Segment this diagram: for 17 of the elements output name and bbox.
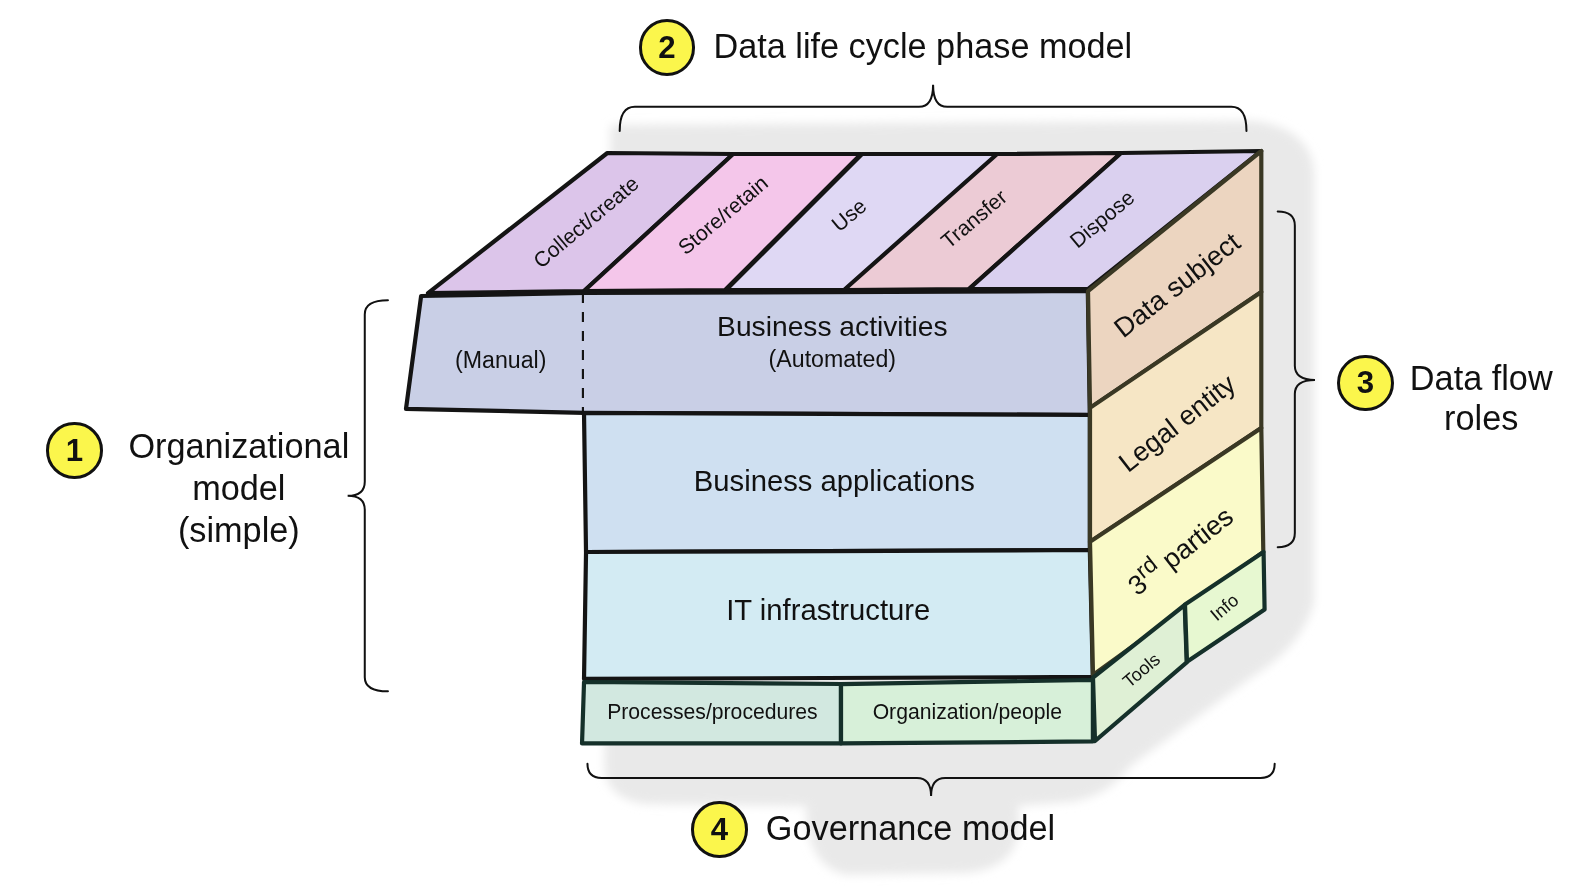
band-label: Use [826, 192, 873, 238]
band-label: Info [1206, 588, 1244, 627]
band-label: Business activities [717, 308, 948, 344]
callout-label: Organizational model (simple) [128, 425, 350, 551]
callout-label: Data life cycle phase model [713, 26, 1133, 68]
band-label: (Manual) [455, 345, 547, 375]
callout-number: 2 [638, 19, 696, 76]
callout-number: 1 [46, 422, 103, 479]
band-label: Processes/procedures [607, 699, 818, 726]
callout-label: Data flow roles [1408, 357, 1554, 439]
band-sublabel: (Automated) [767, 344, 897, 374]
callout-number: 3 [1337, 354, 1394, 412]
callout-number: 4 [691, 801, 748, 858]
band-label: Organization/people [872, 699, 1062, 726]
band-label: IT infrastructure [726, 592, 931, 628]
callout-label: Governance model [765, 808, 1056, 850]
band-label: Business applications [693, 463, 975, 499]
